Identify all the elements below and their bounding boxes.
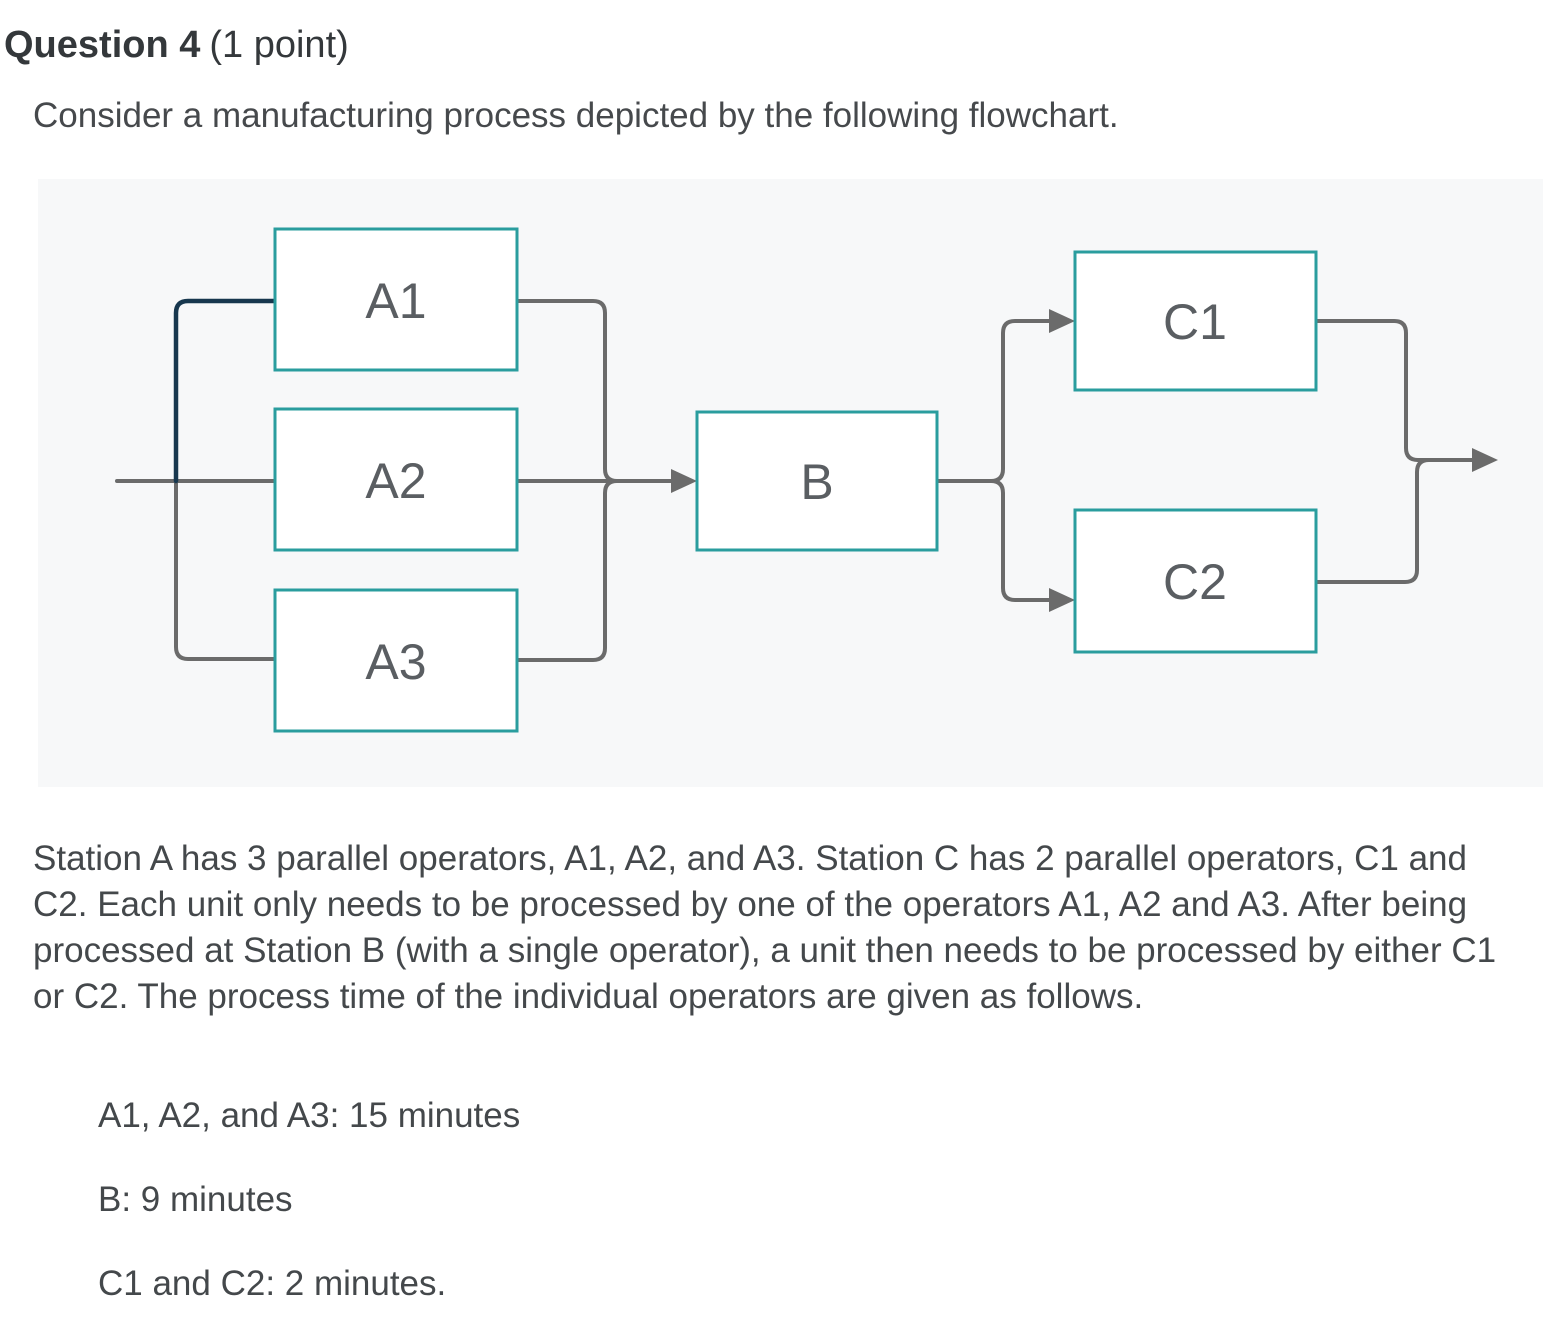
node-c2-label: C2 — [1163, 554, 1227, 610]
edge-c1-to-end — [1314, 319, 1420, 462]
edge-a3-to-b — [515, 479, 619, 662]
node-c1-label: C1 — [1163, 294, 1227, 350]
edge-b-to-c2 — [935, 479, 1051, 602]
process-time-b: B: 9 minutes — [98, 1180, 293, 1219]
edge-start-to-a1-highlighted — [173, 298, 278, 484]
question-points: (1 point) — [209, 24, 349, 66]
question-description: Station A has 3 parallel operators, A1, … — [33, 839, 1497, 1016]
process-time-c: C1 and C2: 2 minutes. — [98, 1264, 447, 1303]
node-b-box — [695, 410, 939, 552]
arrowhead-into-c2-icon — [1049, 588, 1075, 612]
node-a3-label: A3 — [365, 634, 426, 690]
node-a2-box — [273, 407, 519, 552]
node-c2-box — [1073, 508, 1318, 654]
node-a2-label: A2 — [365, 453, 426, 509]
node-a1-box — [273, 227, 519, 372]
arrowhead-into-c1-icon — [1049, 309, 1075, 333]
arrowhead-output-icon — [1472, 448, 1498, 472]
question-heading: Question 4(1 point) — [4, 24, 349, 67]
edge-a1-to-b — [515, 299, 619, 483]
flowchart-diagram: A1 A2 A3 B C1 C2 — [115, 227, 1498, 733]
question-intro-text: Consider a manufacturing process depicte… — [33, 96, 1119, 135]
edge-b-to-c1 — [935, 319, 1051, 483]
edge-start-to-a3 — [174, 479, 277, 661]
arrowhead-into-b-icon — [671, 469, 697, 493]
question-title: Question 4 — [4, 24, 201, 66]
flowchart-panel: A1 A2 A3 B C1 C2 — [38, 179, 1543, 787]
node-c1-box — [1073, 250, 1318, 392]
node-b-label: B — [800, 454, 833, 510]
process-time-a: A1, A2, and A3: 15 minutes — [98, 1096, 521, 1135]
node-a3-box — [273, 588, 519, 733]
edge-c2-to-end — [1314, 458, 1431, 584]
node-a1-label: A1 — [365, 273, 426, 329]
